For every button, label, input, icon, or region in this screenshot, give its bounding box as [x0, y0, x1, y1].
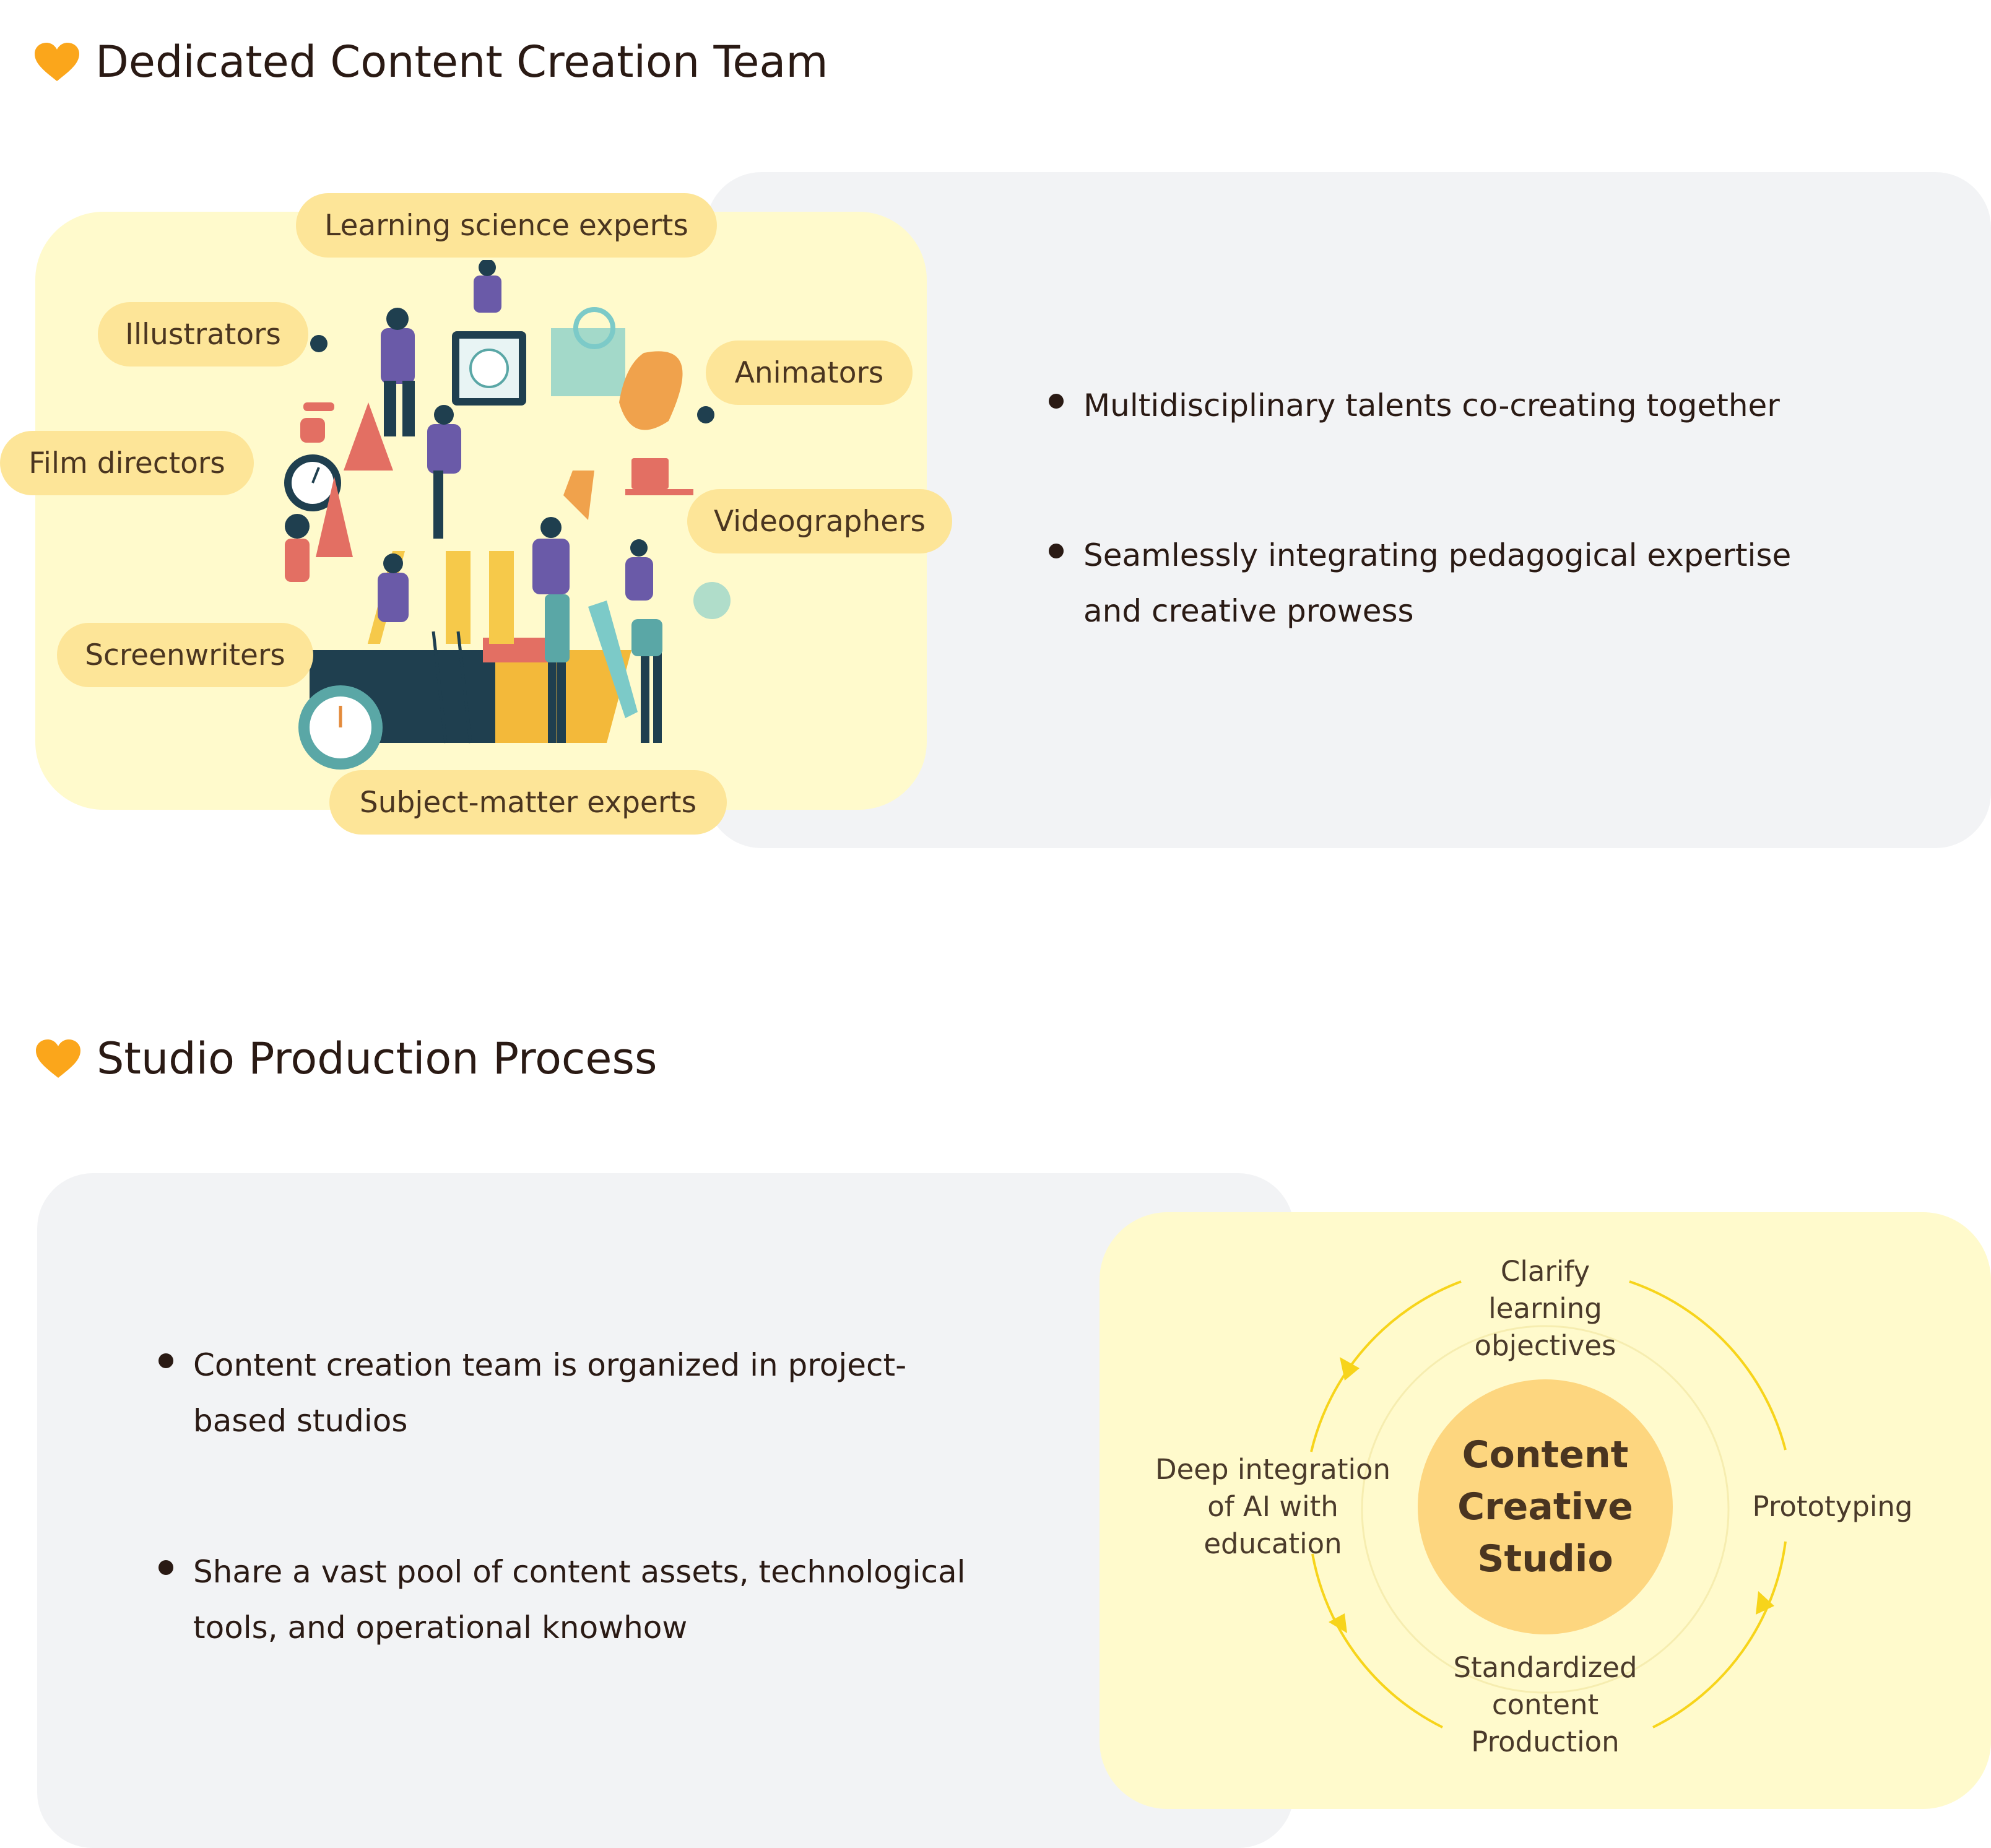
- bullet-text: Content creation team is organized in pr…: [193, 1347, 907, 1439]
- center-label: Content Creative Studio: [1457, 1433, 1633, 1581]
- center-circle: [1418, 1379, 1673, 1634]
- bullet-dot: [1049, 394, 1064, 409]
- role-pill-illustrators: Illustrators: [98, 302, 308, 367]
- arrow-icon: [1340, 1357, 1360, 1381]
- arrow-icon: [1756, 1591, 1774, 1615]
- cycle-arc: [1629, 1280, 1787, 1451]
- cycle-arc: [1652, 1541, 1787, 1729]
- section1-title: Dedicated Content Creation Team: [95, 37, 828, 87]
- role-pill-film-directors: Film directors: [0, 431, 254, 495]
- inner-ring: [1361, 1325, 1730, 1694]
- bullet-text: Share a vast pool of content assets, tec…: [193, 1554, 966, 1646]
- cycle-step-deep-integration: Deep integration of AI with education: [1155, 1453, 1391, 1560]
- section1-bullet: Multidisciplinary talents co-creating to…: [1049, 378, 1854, 433]
- section2-gray-panel: [37, 1173, 1294, 1848]
- section2-bullet: Content creation team is organized in pr…: [158, 1337, 976, 1449]
- role-pill-learning-science-experts: Learning science experts: [296, 193, 717, 258]
- heart-icon: [36, 1039, 80, 1078]
- cycle-step-prototyping: Prototyping: [1752, 1490, 1913, 1523]
- bullet-dot: [1049, 544, 1064, 558]
- section2-title: Studio Production Process: [97, 1033, 657, 1084]
- role-pill-videographers: Videographers: [687, 489, 952, 553]
- arrow-icon: [1329, 1613, 1347, 1633]
- section1-bullet: Seamlessly integrating pedagogical exper…: [1049, 527, 1854, 639]
- role-pill-screenwriters: Screenwriters: [57, 623, 313, 687]
- bullet-dot: [158, 1353, 173, 1368]
- heart-icon: [35, 43, 79, 81]
- cycle-arc: [1311, 1553, 1443, 1729]
- cycle-step-standardized: Standardized content Production: [1453, 1651, 1637, 1758]
- section2-heading: Studio Production Process: [35, 1028, 657, 1090]
- role-pill-animators: Animators: [706, 341, 913, 405]
- team-illustration: [284, 260, 731, 770]
- cycle-diagram: [1310, 1280, 1787, 1729]
- section1-heading: Dedicated Content Creation Team: [33, 31, 828, 93]
- cycle-step-clarify: Clarify learning objectives: [1474, 1255, 1616, 1362]
- section2-bullet: Share a vast pool of content assets, tec…: [158, 1544, 976, 1655]
- role-pill-subject-matter-experts: Subject-matter experts: [329, 770, 727, 835]
- bullet-text: Multidisciplinary talents co-creating to…: [1083, 388, 1780, 423]
- bullet-text: Seamlessly integrating pedagogical exper…: [1083, 537, 1792, 629]
- bullet-dot: [158, 1560, 173, 1575]
- cycle-arc: [1310, 1280, 1462, 1452]
